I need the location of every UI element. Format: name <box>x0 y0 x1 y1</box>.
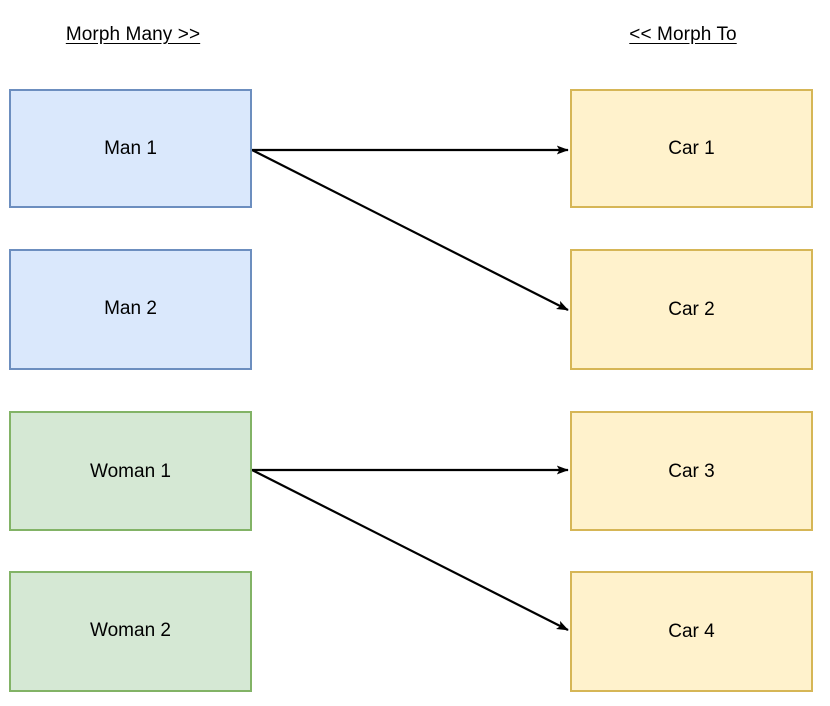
node-label: Woman 1 <box>90 460 171 482</box>
node-car-2[interactable]: Car 2 <box>570 249 813 370</box>
node-woman-2[interactable]: Woman 2 <box>9 571 252 692</box>
node-label: Man 2 <box>104 298 157 319</box>
edge-man1-to-car2[interactable] <box>251 149 569 311</box>
node-label: Woman 2 <box>90 620 171 641</box>
edge-woman1-to-car4[interactable] <box>251 469 569 631</box>
column-header-morph-to: << Morph To <box>629 24 737 45</box>
node-man-2[interactable]: Man 2 <box>9 249 252 370</box>
node-label: Car 1 <box>668 138 715 159</box>
node-man-1[interactable]: Man 1 <box>9 89 252 208</box>
node-car-3[interactable]: Car 3 <box>570 411 813 531</box>
node-car-4[interactable]: Car 4 <box>570 571 813 692</box>
node-label: Car 3 <box>668 460 715 482</box>
node-car-1[interactable]: Car 1 <box>570 89 813 208</box>
column-header-morph-many: Morph Many >> <box>65 24 201 45</box>
node-label: Man 1 <box>104 138 157 159</box>
node-label: Car 2 <box>668 299 715 320</box>
node-label: Car 4 <box>668 621 715 642</box>
node-woman-1[interactable]: Woman 1 <box>9 411 252 531</box>
